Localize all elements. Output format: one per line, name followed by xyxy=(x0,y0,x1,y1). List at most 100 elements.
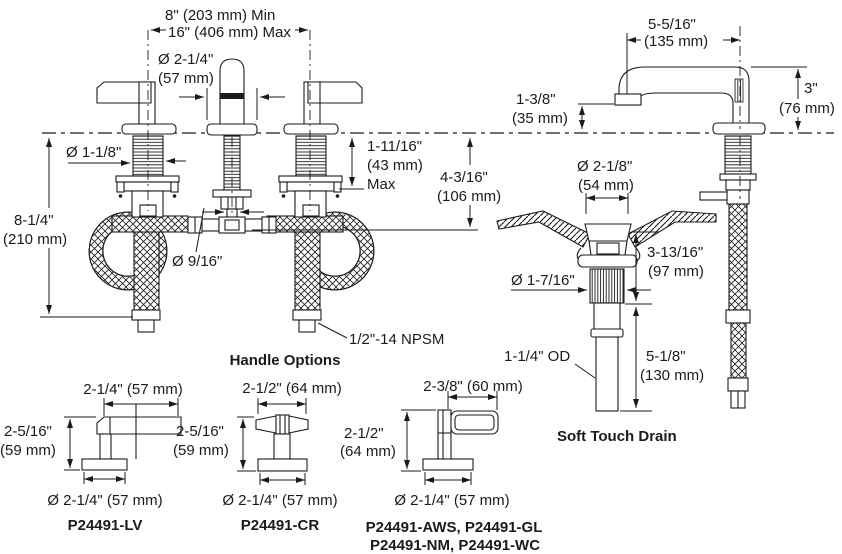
drain-tailpiece xyxy=(595,336,619,412)
label-tee-thread: Ø 9/16" xyxy=(172,253,222,270)
handle-options-title: Handle Options xyxy=(230,352,341,369)
label-drain-flange-2: (54 mm) xyxy=(578,177,634,194)
lv-base xyxy=(81,458,128,471)
dim-spout-clearance xyxy=(578,103,614,129)
right-locknut xyxy=(286,181,335,192)
cr-center-post xyxy=(275,414,290,435)
label-drop-1: 4-3/16" xyxy=(440,169,488,186)
dim-handle-cr xyxy=(237,398,307,485)
label-supply-len-1: 8-1/4" xyxy=(14,212,54,229)
handle-lv-width: 2-1/4" (57 mm) xyxy=(83,381,183,398)
handle-lv-part: P24491-LV xyxy=(68,517,143,534)
lv-stem xyxy=(99,433,112,461)
left-hose-end-nut xyxy=(131,309,161,321)
right-threaded-shank xyxy=(295,135,327,177)
center-spout-front xyxy=(187,58,277,234)
left-hose-end-tip xyxy=(137,319,155,333)
right-washer xyxy=(278,175,343,183)
dim-tee-thread xyxy=(195,207,264,253)
leader-supply-thread xyxy=(317,322,348,339)
label-spout-height-2: (76 mm) xyxy=(779,100,835,117)
spout-band xyxy=(220,93,244,99)
drain-top-rim xyxy=(584,223,632,242)
leader-tailpiece-od xyxy=(574,363,596,379)
right-supply-hose xyxy=(266,211,375,333)
left-valve-body xyxy=(131,190,164,218)
label-spout-dia-1: Ø 2-1/4" xyxy=(158,51,213,68)
dim-handle-aws xyxy=(401,391,498,485)
handle-aws-part-1: P24491-AWS, P24491-GL xyxy=(366,519,543,536)
label-supply-thread: 1/2"-14 NPSM xyxy=(349,331,444,348)
label-spread-max: 16" (406 mm) Max xyxy=(168,24,291,41)
handle-cr-height-2: (59 mm) xyxy=(173,442,229,459)
spout-supply-hose-side xyxy=(725,203,751,409)
cr-stem xyxy=(273,433,291,460)
handle-aws-height-2: (64 mm) xyxy=(340,443,396,460)
spout-side-escutcheon xyxy=(712,122,766,135)
drain-joint-ring xyxy=(590,328,624,338)
label-spout-height-1: 3" xyxy=(804,80,818,97)
aws-lever xyxy=(450,410,499,435)
right-handle-lever xyxy=(307,81,363,104)
spout-side-fitting xyxy=(726,189,750,205)
label-drain-shank: Ø 1-7/16" xyxy=(511,272,575,289)
dim-shank-diameter xyxy=(68,158,186,166)
dim-handle-lv xyxy=(64,398,179,484)
left-escutcheon xyxy=(121,123,177,135)
label-tailpiece-len-2: (130 mm) xyxy=(640,367,704,384)
handle-option-lv-drawing xyxy=(81,404,182,471)
drain-caption: Soft Touch Drain xyxy=(557,428,677,445)
aws-stem xyxy=(437,409,452,460)
handle-aws-part-2: P24491-NM, P24491-WC xyxy=(370,537,540,554)
left-locknut xyxy=(123,181,172,192)
handle-cr-part: P24491-CR xyxy=(241,517,320,534)
left-handle-valve xyxy=(96,81,180,218)
spout-side-view xyxy=(614,26,766,409)
dim-drain-flange-diameter xyxy=(585,193,629,214)
handle-cr-height-1: 2-5/16" xyxy=(176,423,224,440)
handle-cr-width: 2-1/2" (64 mm) xyxy=(242,380,342,397)
right-valve-body xyxy=(294,190,327,218)
faucet-front-view xyxy=(42,30,834,333)
label-spout-dia-2: (57 mm) xyxy=(158,70,214,87)
cr-left-wing xyxy=(255,415,277,434)
left-washer xyxy=(115,175,180,183)
aws-base xyxy=(422,458,474,471)
label-shank-dia: Ø 1-1/8" xyxy=(66,144,121,161)
drain-tube xyxy=(593,302,621,331)
drain-threads xyxy=(589,268,625,304)
label-below-deck-1: 1-11/16" xyxy=(367,138,422,155)
label-tailpiece-od: 1-1/4" OD xyxy=(504,348,570,365)
spout-body-front xyxy=(219,58,245,125)
drain-side-view xyxy=(496,210,717,412)
dim-tailpiece-length xyxy=(620,307,652,412)
hose-coupling xyxy=(725,309,751,324)
handle-option-aws-drawing xyxy=(422,409,499,471)
spout-side-locknut xyxy=(725,179,751,191)
spout-escutcheon xyxy=(206,123,258,136)
label-below-deck-2: (43 mm) xyxy=(367,157,423,174)
spout-cartridge-detail xyxy=(734,78,744,103)
dim-spout-escutcheon-diameter xyxy=(179,88,285,120)
label-drop-2: (106 mm) xyxy=(437,188,501,205)
right-hose-end-tip xyxy=(298,319,316,333)
lv-lever xyxy=(96,416,182,435)
spout-side-shank xyxy=(724,135,752,175)
tee-body xyxy=(218,216,246,234)
spout-tip xyxy=(614,93,642,106)
dim-below-deck-clearance xyxy=(339,138,364,190)
label-spout-reach-2: (135 mm) xyxy=(644,33,708,50)
label-spout-reach-1: 5-5/16" xyxy=(648,16,696,33)
basin-cutaway-right xyxy=(627,210,717,248)
dim-spout-height xyxy=(751,66,807,130)
label-tailpiece-len-1: 5-1/8" xyxy=(646,348,686,365)
label-spread-min: 8" (203 mm) Min xyxy=(165,7,275,24)
label-spout-clear-2: (35 mm) xyxy=(512,110,568,127)
handle-cr-base: Ø 2-1/4" (57 mm) xyxy=(222,492,337,509)
label-spout-clear-1: 1-3/8" xyxy=(516,91,556,108)
basin-cutaway-left xyxy=(496,210,591,248)
right-hose-end-nut xyxy=(292,309,322,321)
handle-aws-width: 2-3/8" (60 mm) xyxy=(423,378,523,395)
